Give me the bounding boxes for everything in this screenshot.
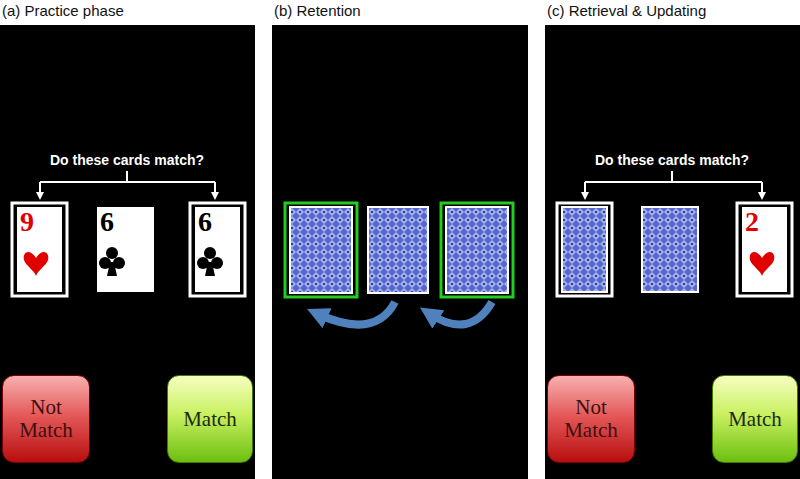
suit-symbols: [24, 247, 223, 276]
swap-arrows: [318, 302, 492, 325]
playing-card: 9: [17, 207, 62, 292]
not-match-button: Not Match: [547, 375, 635, 463]
panel-title: (a) Practice phase: [2, 2, 124, 19]
card-faces: [737, 203, 792, 296]
card-backs: [557, 203, 698, 296]
card-rank: 6: [195, 207, 240, 237]
match-button: Match: [712, 375, 798, 463]
card-faces: [12, 203, 245, 296]
phase-panel: (a) Practice phase966Not MatchMatch: [0, 25, 255, 479]
button-label: Not Match: [556, 396, 626, 442]
card-rank: 2: [742, 207, 787, 237]
phase-panel: (c) Retrieval & Updating2Not MatchMatch: [545, 25, 800, 479]
suit-symbols: [750, 252, 775, 276]
phase-panel: (b) Retention: [272, 25, 528, 479]
card-rank: 6: [97, 207, 154, 237]
question-bracket: [585, 171, 762, 196]
panel-title: (c) Retrieval & Updating: [547, 2, 706, 19]
button-label: Match: [728, 408, 782, 431]
not-match-button: Not Match: [2, 375, 90, 463]
question-label: Do these cards match?: [595, 152, 749, 168]
card-backs: [285, 203, 513, 297]
playing-card: 6: [195, 207, 240, 292]
button-label: Match: [183, 408, 237, 431]
button-label: Not Match: [11, 396, 81, 442]
card-rank: 9: [17, 207, 62, 237]
playing-card: 2: [742, 207, 787, 292]
question-label: Do these cards match?: [50, 152, 204, 168]
question-bracket: [40, 171, 215, 196]
match-button: Match: [167, 375, 253, 463]
panel-backgrounds: [0, 25, 800, 479]
panel-title: (b) Retention: [274, 2, 361, 19]
playing-card: 6: [97, 207, 154, 292]
